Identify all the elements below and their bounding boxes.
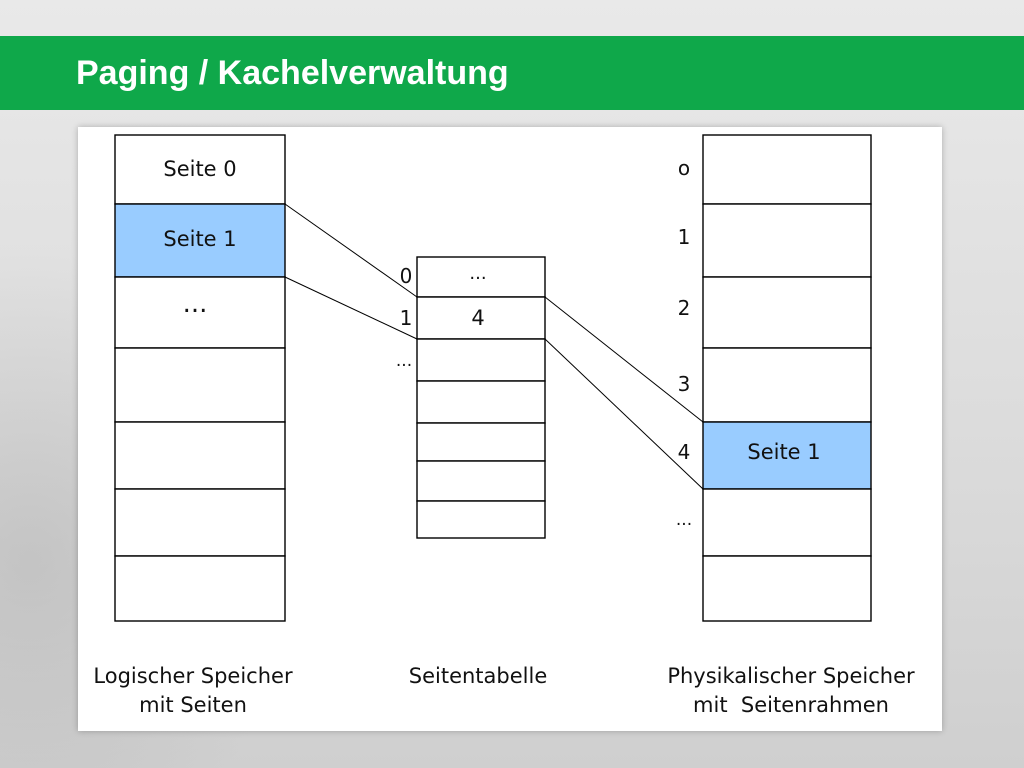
logical-cell-3 bbox=[114, 347, 286, 423]
page-table-cell-0-label: ... bbox=[469, 263, 486, 284]
page-table-column: ... 4 0 1 ... bbox=[396, 256, 546, 539]
logical-cell-1 bbox=[114, 203, 286, 278]
physical-cell-1 bbox=[702, 203, 872, 278]
connector-logical-to-table-top bbox=[284, 203, 418, 298]
physical-cell-3 bbox=[702, 347, 872, 423]
frame-label-1: 1 bbox=[678, 225, 691, 249]
physical-cell-5 bbox=[702, 488, 872, 557]
logical-cell-2-label: ... bbox=[183, 289, 208, 319]
title-bar: Paging / Kachelverwaltung bbox=[0, 36, 1024, 110]
page-table-cell-5 bbox=[416, 460, 546, 502]
page-table-cell-4 bbox=[416, 422, 546, 462]
paging-diagram: Seite 0 Seite 1 ... ... 4 0 1 ... bbox=[93, 134, 915, 717]
logical-cell-1-label: Seite 1 bbox=[163, 227, 236, 251]
logical-cell-6 bbox=[114, 555, 286, 622]
physical-memory-caption-line2: mit Seitenrahmen bbox=[693, 693, 889, 717]
page-table-row-label-2: ... bbox=[396, 351, 412, 371]
page-table-cell-6 bbox=[416, 500, 546, 539]
slide-title: Paging / Kachelverwaltung bbox=[76, 54, 509, 92]
physical-cell-4-label: Seite 1 bbox=[747, 440, 820, 464]
page-table-caption: Seitentabelle bbox=[409, 664, 548, 688]
frame-label-0: o bbox=[678, 156, 690, 180]
captions: Logischer Speicher mit Seiten Seitentabe… bbox=[93, 664, 915, 717]
page-table-cell-2 bbox=[416, 338, 546, 382]
logical-cell-4 bbox=[114, 421, 286, 490]
logical-cell-0 bbox=[114, 134, 286, 205]
paging-diagram-panel: Seite 0 Seite 1 ... ... 4 0 1 ... bbox=[78, 127, 942, 731]
logical-cell-0-label: Seite 0 bbox=[163, 157, 236, 181]
frame-label-4: 4 bbox=[678, 440, 691, 464]
connector-table-to-physical-top bbox=[544, 296, 704, 423]
logical-cell-2 bbox=[114, 276, 286, 349]
page-table-cell-3 bbox=[416, 380, 546, 424]
frame-label-5: ... bbox=[676, 510, 692, 530]
physical-cell-2 bbox=[702, 276, 872, 349]
frame-label-3: 3 bbox=[678, 372, 691, 396]
physical-memory-caption-line1: Physikalischer Speicher bbox=[667, 664, 915, 688]
physical-cell-6 bbox=[702, 555, 872, 622]
page-table-cell-1-label: 4 bbox=[471, 306, 484, 330]
frame-label-2: 2 bbox=[678, 296, 691, 320]
physical-memory-column: Seite 1 o 1 2 3 4 ... bbox=[676, 134, 872, 622]
physical-cell-0 bbox=[702, 134, 872, 205]
connector-logical-to-table-bottom bbox=[284, 276, 418, 340]
logical-memory-caption-line2: mit Seiten bbox=[139, 693, 247, 717]
logical-cell-5 bbox=[114, 488, 286, 557]
logical-memory-column: Seite 0 Seite 1 ... bbox=[114, 134, 286, 622]
connector-table-to-physical-bottom bbox=[544, 338, 704, 490]
page-table-row-label-1: 1 bbox=[400, 306, 413, 330]
mapping-connectors bbox=[284, 203, 704, 490]
page-table-row-label-0: 0 bbox=[400, 264, 413, 288]
logical-memory-caption-line1: Logischer Speicher bbox=[93, 664, 293, 688]
